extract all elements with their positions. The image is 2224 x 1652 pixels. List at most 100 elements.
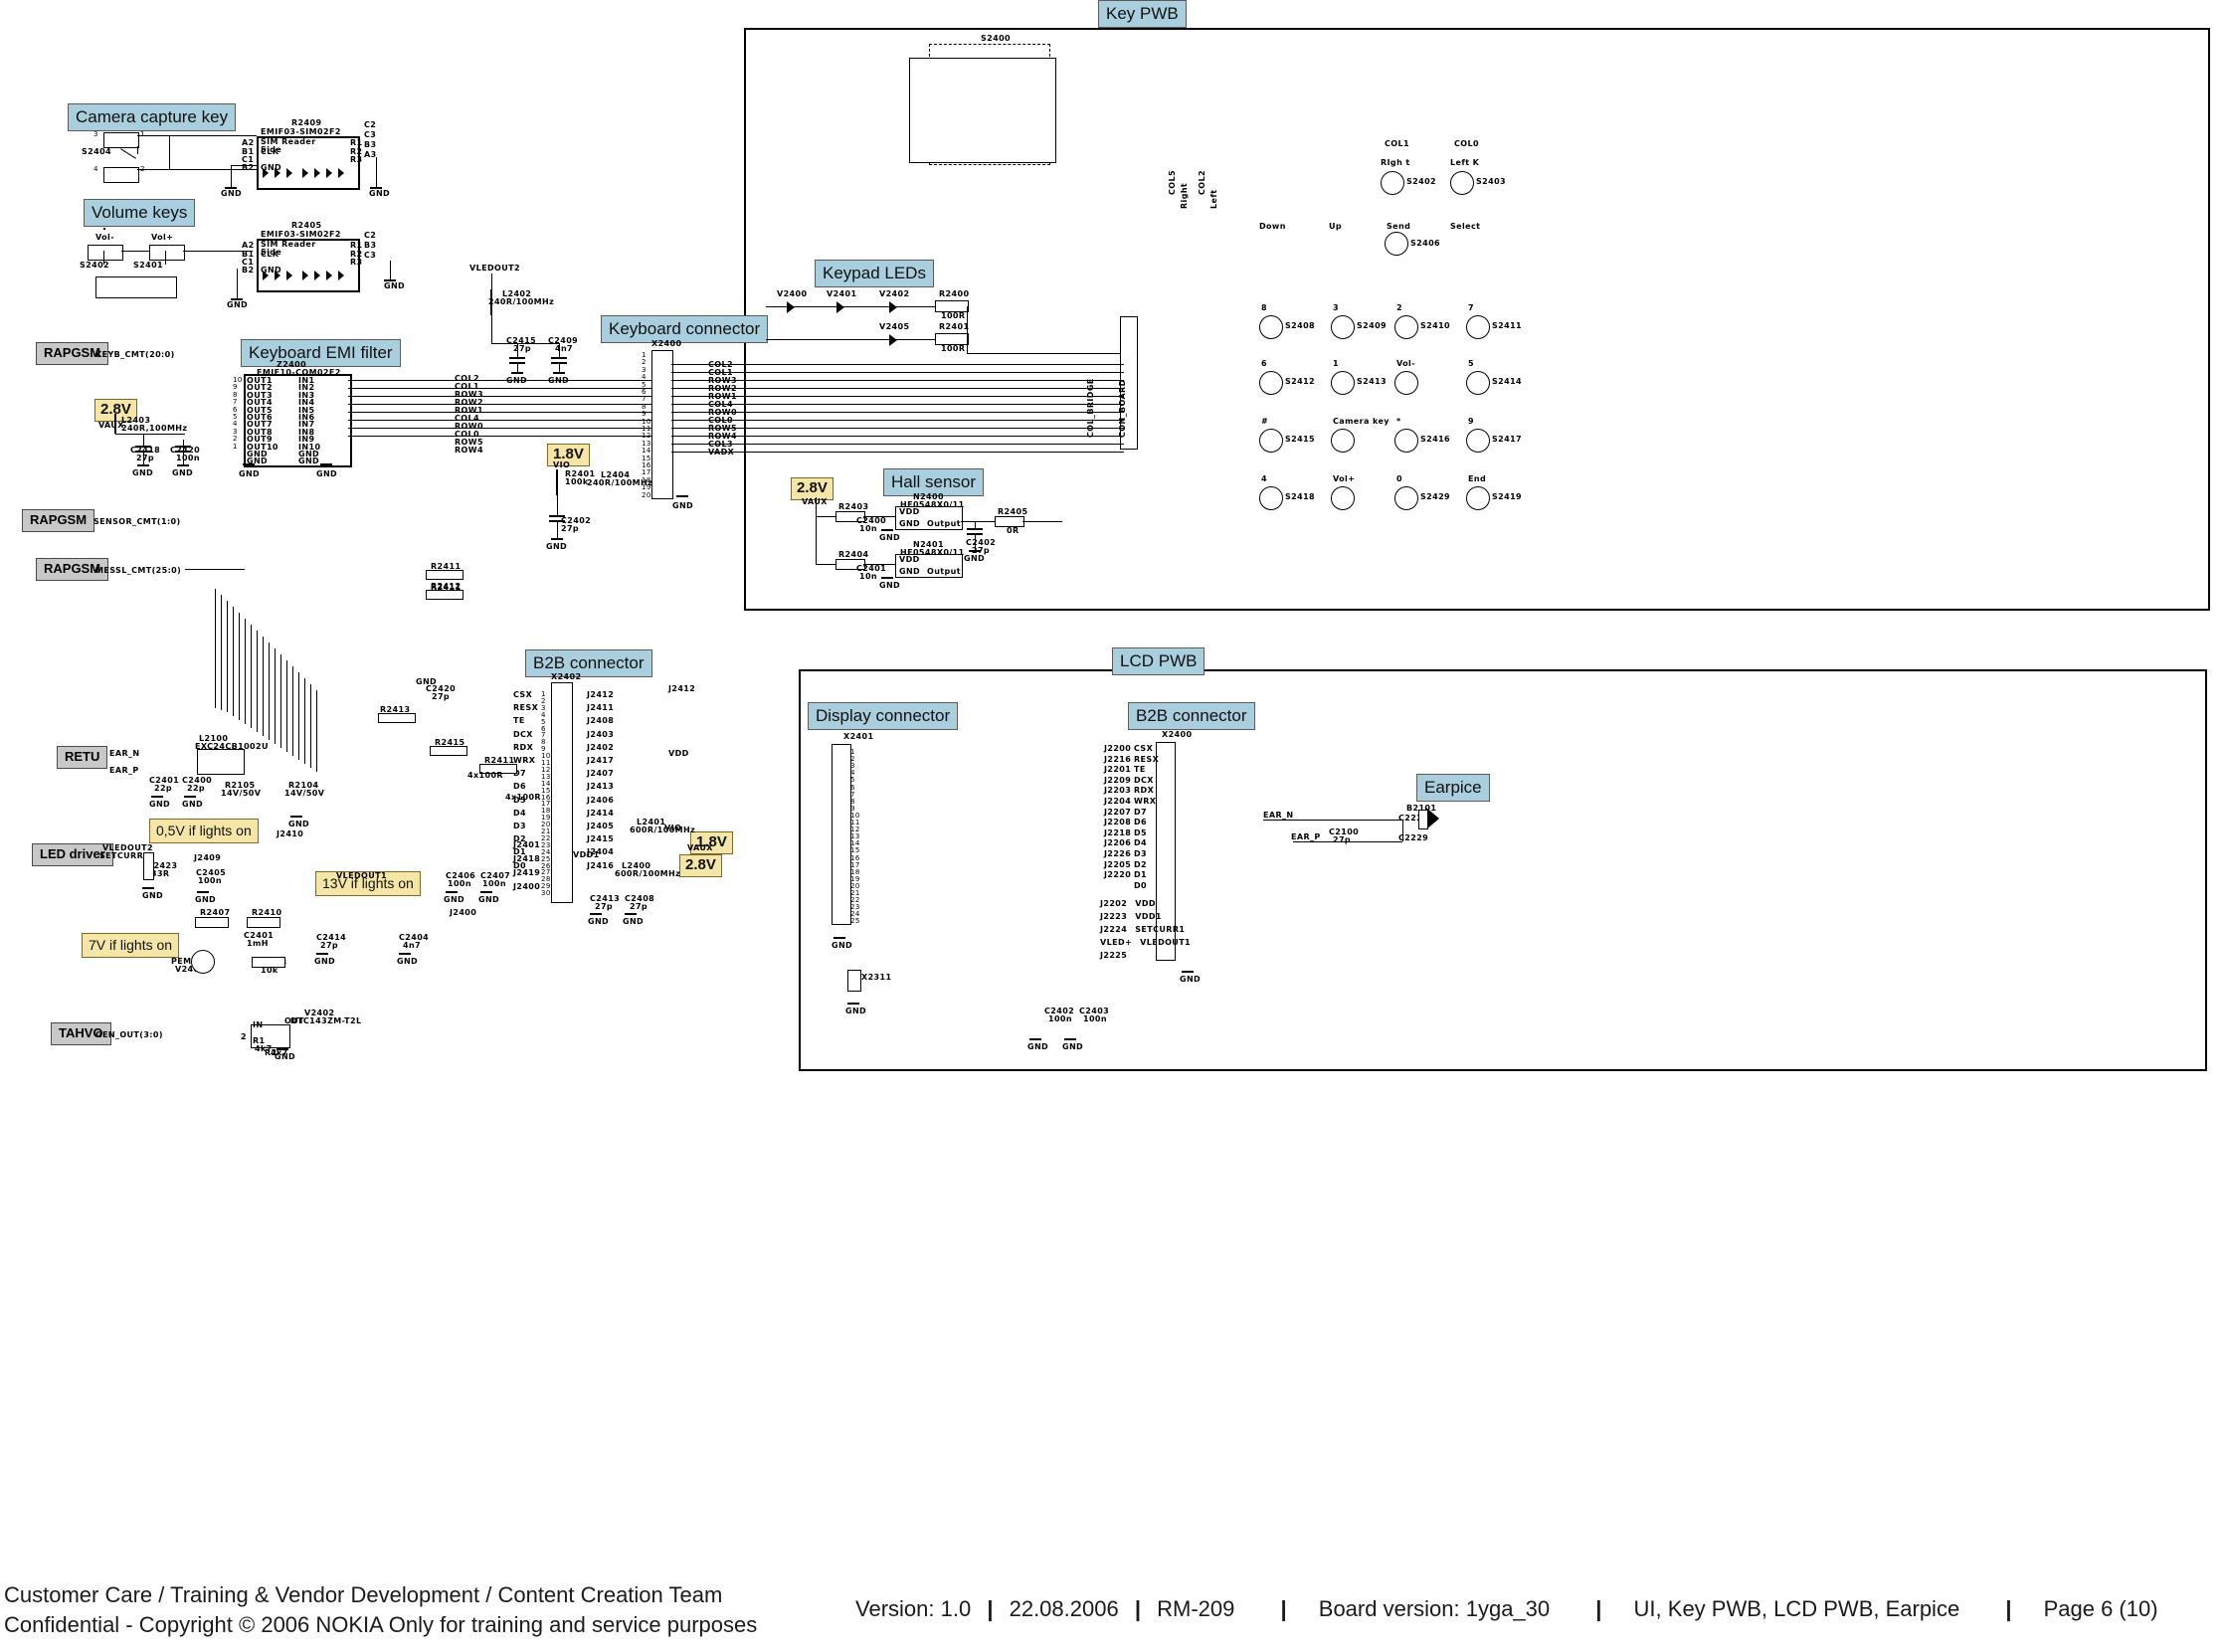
key-switch-3-3[interactable] [1466, 486, 1490, 510]
key-switch-1-3[interactable] [1466, 371, 1490, 395]
lcd-b2b-signal-13: D0 [1134, 880, 1148, 890]
key-switch-1-1[interactable] [1331, 371, 1355, 395]
z2400-signal-0: COL2 [455, 374, 479, 383]
lcd-b2b-power-sig-1: VDD1 [1135, 912, 1162, 921]
z2400-right-pin-9: IN10 [298, 442, 321, 452]
b2b-left-signal-6: D7 [513, 769, 527, 779]
key-switch-3-0[interactable] [1259, 486, 1283, 510]
retu-pin-ear-p: EAR_P [109, 766, 139, 775]
lcd-display-pin-21: 22 [850, 896, 860, 905]
b2b-pin-number-15: 16 [541, 793, 551, 802]
lcd-b2b-signal-8: D5 [1134, 827, 1148, 837]
lcd-b2b-net-8: J2218 [1104, 827, 1132, 837]
b2b-pin-number-23: 24 [541, 847, 551, 856]
footer-line-1: Customer Care / Training & Vendor Develo… [4, 1582, 723, 1607]
key-ref-2-0: S2415 [1285, 435, 1316, 444]
lcd-b2b-power-sig-3: VLEDOUT1 [1140, 938, 1192, 947]
lcd-display-pin-5: 6 [850, 783, 855, 792]
x2401-ref: X2401 [843, 732, 874, 741]
b2b-right-net-6: J2407 [587, 769, 615, 779]
b2b-left-signal-13: D0 [513, 860, 527, 870]
z2400-left-pin-6: OUT7 [247, 420, 273, 430]
b2b-pin-number-10: 11 [541, 759, 551, 767]
z2400-left-pin-3: OUT4 [247, 398, 273, 408]
hall-r2404: R2404 [838, 550, 869, 559]
led-v2400-ref: V2400 [777, 289, 808, 298]
z2400-pin-number-8: 2 [233, 435, 238, 444]
z2400-signal-6: ROW0 [455, 422, 483, 431]
lcd-display-pin-2: 3 [850, 762, 855, 771]
key-switch-2-3[interactable] [1466, 429, 1490, 453]
section-label-display-connector: Display connector [808, 702, 959, 730]
key-ref-0-1: S2409 [1357, 321, 1388, 330]
key-switch-0-1[interactable] [1331, 315, 1355, 339]
footer-board-version: Board version: 1yga_30 [1318, 1596, 1551, 1621]
key-ref-3-2: S2429 [1420, 492, 1451, 501]
voltage-note-b2b-28v: 2.8V [679, 854, 722, 877]
b2b-right-net-5: J2417 [587, 756, 615, 765]
b2b-pin-number-22: 23 [541, 840, 551, 849]
key-switch-2-2[interactable] [1394, 429, 1418, 453]
lcd-b2b-power-sig-2: SETCURR1 [1135, 925, 1186, 934]
b2b-pin-number-21: 22 [541, 833, 551, 842]
lcd-display-pin-20: 21 [850, 889, 860, 897]
key-switch-1-2[interactable] [1394, 371, 1418, 395]
key-switch-1-0[interactable] [1259, 371, 1283, 395]
section-label-camera-capture-key: Camera capture key [68, 103, 237, 131]
res-r2401-val: 100R [941, 344, 966, 353]
key-switch-3-1[interactable] [1331, 486, 1355, 510]
b2b-pin-number-28: 29 [541, 882, 551, 891]
signal-messl-cmt: MESSL_CMT(25:0) [95, 566, 182, 575]
key-switch-0-3[interactable] [1466, 315, 1490, 339]
lcd-b2b-net-11: J2205 [1104, 859, 1132, 869]
b2b-right-net-1: J2411 [587, 703, 615, 713]
key-label-0-1: 3 [1333, 303, 1339, 312]
key-switch-0-2[interactable] [1394, 315, 1418, 339]
key-ref-2-2: S2416 [1420, 435, 1451, 444]
z2400-left-pin-9: OUT10 [247, 442, 278, 452]
key-switch-2-0[interactable] [1259, 429, 1283, 453]
lcd-pwb-outline [799, 669, 2207, 1071]
lcd-b2b-signal-5: WRX [1134, 797, 1157, 806]
b2b-left-signal-10: D3 [513, 822, 527, 830]
key-label-0-3: 7 [1468, 303, 1474, 312]
b2b-left-signal-2: TE [513, 716, 525, 726]
z2400-right-pin-3: IN4 [298, 398, 315, 408]
earpice-pin-ear-p: EAR_P [1291, 832, 1321, 841]
lcd-b2b-signal-6: D7 [1134, 807, 1148, 817]
key-switch-2-1[interactable] [1331, 429, 1355, 453]
kbd-conn-pin-8: 9 [642, 410, 647, 419]
section-label-earpice: Earpice [1416, 774, 1490, 802]
kbd-conn-pin-16: 17 [642, 468, 651, 477]
lcd-display-pin-24: 25 [850, 917, 860, 926]
footer-sep-1: | [987, 1596, 994, 1621]
block-tahvo: TAHVO [51, 1022, 111, 1045]
kbd-conn-pin-15: 16 [642, 461, 651, 469]
z2400-ref: Z2400 [277, 360, 307, 369]
key-switch-0-0[interactable] [1259, 315, 1283, 339]
voltage-note-b2b-18v: 1.8V [690, 831, 733, 854]
z2400-pin-number-4: 6 [233, 405, 238, 414]
z2400-pin-number-1: 9 [233, 383, 238, 392]
block-rapgsm-messl: RAPGSM [36, 558, 109, 581]
z2400-right-pin-5: IN6 [298, 413, 315, 422]
b2b-pin-number-12: 13 [541, 772, 551, 781]
retu-pin-ear-n: EAR_N [109, 749, 140, 758]
lcd-b2b-power-row-3: VLED+VLEDOUT1 [1100, 932, 1191, 950]
z2400-left-pin-10: GND [247, 450, 269, 459]
b2b-left-signal-9: D4 [513, 808, 527, 818]
z2400-pin-number-3: 7 [233, 398, 238, 407]
b2b-pin-number-5: 6 [541, 724, 546, 733]
key-switch-3-2[interactable] [1394, 486, 1418, 510]
b2b-right-net-7: J2413 [587, 782, 615, 792]
key-ref-1-0: S2412 [1285, 377, 1316, 386]
section-label-keyboard-emi-filter: Keyboard EMI filter [241, 339, 401, 367]
z2400-right-pin-2: IN3 [298, 390, 315, 400]
lcd-b2b-net-9: J2206 [1104, 838, 1132, 848]
b2b-right-net-0: J2412 [587, 690, 615, 699]
lcd-x2400-ref: X2400 [1162, 730, 1193, 739]
key-label-2-2: * [1396, 417, 1401, 426]
